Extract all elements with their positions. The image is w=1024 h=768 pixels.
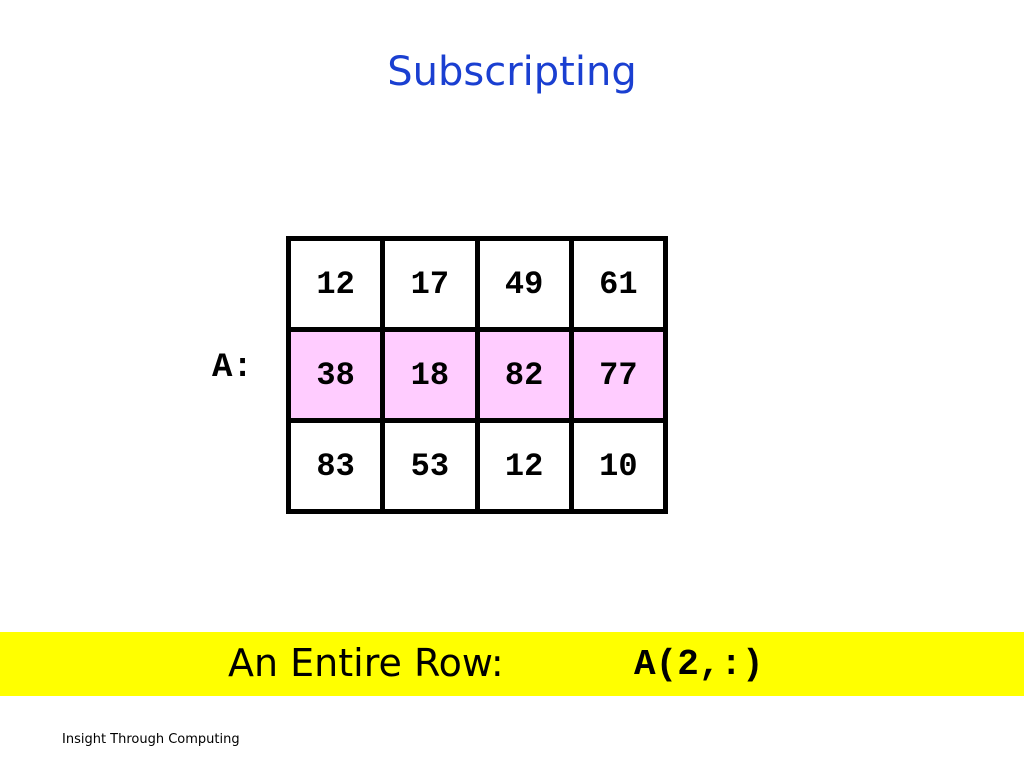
matrix-label: A: [212,349,253,387]
banner-caption: An Entire Row: [228,641,504,685]
footer-text: Insight Through Computing [62,732,240,747]
slide-title: Subscripting [387,49,637,95]
matrix-grid: 12 17 49 61 38 18 82 77 83 53 12 10 [286,236,668,514]
matrix-cell-r1-c3: 49 [479,241,569,327]
matrix-cell-r1-c2: 17 [385,241,475,327]
banner-code-expression: A(2,:) [634,644,764,685]
matrix-cell-r1-c1: 12 [291,241,381,327]
matrix-cell-r2-c3: 82 [479,332,569,418]
matrix-cell-r2-c4: 77 [573,332,663,418]
matrix-cell-r3-c4: 10 [573,423,663,509]
matrix-cell-r1-c4: 61 [573,241,663,327]
matrix-cell-r3-c1: 83 [291,423,381,509]
matrix-cell-r2-c2: 18 [385,332,475,418]
highlight-banner [0,632,1024,696]
matrix-cell-r2-c1: 38 [291,332,381,418]
matrix-cell-r3-c2: 53 [385,423,475,509]
matrix-cell-r3-c3: 12 [479,423,569,509]
